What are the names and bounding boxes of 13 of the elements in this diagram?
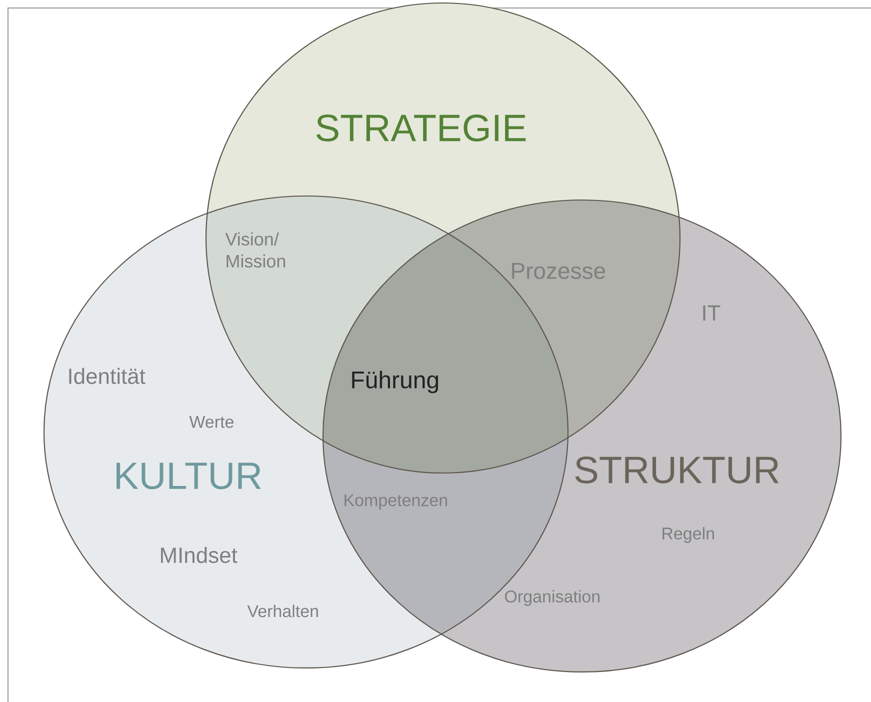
region-label: Kompetenzen <box>344 494 447 510</box>
circle-title: STRUKTUR <box>575 456 779 484</box>
region-label: Werte <box>189 416 234 428</box>
region-label: MIndset <box>161 546 238 564</box>
circle-title: KULTUR <box>116 462 261 490</box>
region-label: Organisation <box>505 590 600 606</box>
region-label: Verhalten <box>247 604 318 618</box>
region-label: IT <box>703 305 720 321</box>
region-label: Führung <box>352 370 438 394</box>
region-label: Vision/ Mission <box>225 232 286 268</box>
region-label: Identität <box>69 368 146 384</box>
region-label: Regeln <box>662 527 714 543</box>
circle-title: STRATEGIE <box>316 114 526 142</box>
